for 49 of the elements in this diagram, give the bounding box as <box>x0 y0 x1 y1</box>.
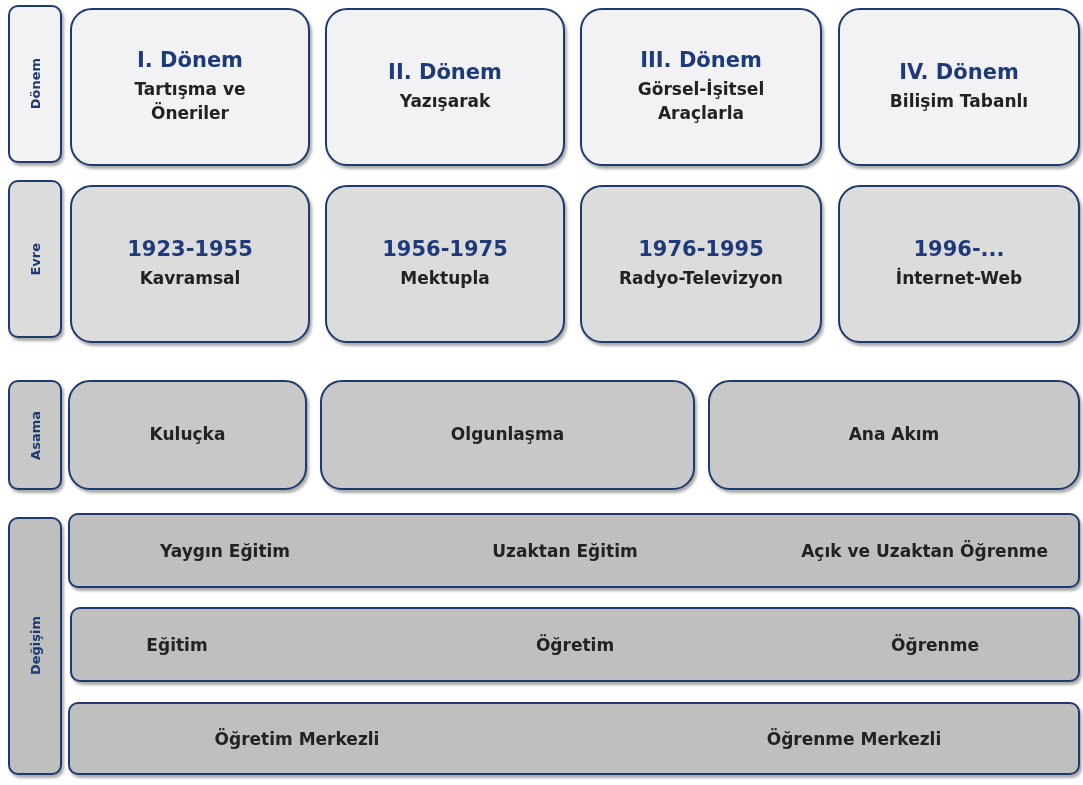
bar-text: Öğretim <box>535 634 615 655</box>
card-text: Olgunlaşma <box>450 423 565 447</box>
card-text: Kuluçka <box>149 423 226 447</box>
change-bar <box>70 607 1080 682</box>
stage-card <box>580 8 822 166</box>
stage-card <box>70 8 310 166</box>
card-heading: III. Dönem <box>640 48 762 73</box>
row-label: Değişim <box>27 616 43 676</box>
card-text: Yazışarak <box>399 90 491 114</box>
card-text: Tartışma ve Öneriler <box>133 78 247 125</box>
change-bar <box>68 702 1080 775</box>
stage-card <box>708 380 1080 490</box>
row-label: Evre <box>27 242 43 276</box>
card-text: Bilişim Tabanlı <box>889 90 1029 114</box>
card-text: Kavramsal <box>139 267 241 291</box>
card-text: Görsel-İşitsel Araçlarla <box>636 78 766 125</box>
stage-card <box>68 380 307 490</box>
card-heading: 1976-1995 <box>638 237 764 262</box>
row-label-box <box>8 380 62 490</box>
bar-text: Açık ve Uzaktan Öğrenme <box>801 540 1048 561</box>
row-label-box <box>8 517 62 775</box>
stage-card <box>320 380 695 490</box>
bar-text: Uzaktan Eğitim <box>492 540 638 561</box>
card-text: İnternet-Web <box>895 267 1023 291</box>
stage-card <box>838 185 1080 343</box>
card-heading: 1923-1955 <box>127 237 253 262</box>
bar-text: Öğrenme <box>891 634 979 655</box>
bar-text: Yaygın Eğitim <box>160 540 291 561</box>
bar-text: Eğitim <box>146 634 208 655</box>
card-heading: 1996-... <box>913 237 1005 262</box>
card-heading: 1956-1975 <box>382 237 508 262</box>
change-bar <box>68 513 1080 588</box>
bar-text: Öğretim Merkezli <box>214 728 380 749</box>
stage-card <box>325 8 565 166</box>
card-heading: II. Dönem <box>388 60 502 85</box>
card-text: Ana Akım <box>848 423 940 447</box>
stage-card <box>70 185 310 343</box>
stage-card <box>325 185 565 343</box>
card-heading: I. Dönem <box>136 48 243 73</box>
row-label-box <box>8 180 62 338</box>
bar-text: Öğrenme Merkezli <box>766 728 942 749</box>
card-text: Radyo-Televizyon <box>619 267 783 291</box>
row-label-box <box>8 5 62 163</box>
row-label: Asama <box>27 410 43 460</box>
stage-card <box>838 8 1080 166</box>
card-text: Mektupla <box>400 267 490 291</box>
row-label: Dönem <box>27 58 43 110</box>
card-heading: IV. Dönem <box>899 60 1019 85</box>
stage-card <box>580 185 822 343</box>
